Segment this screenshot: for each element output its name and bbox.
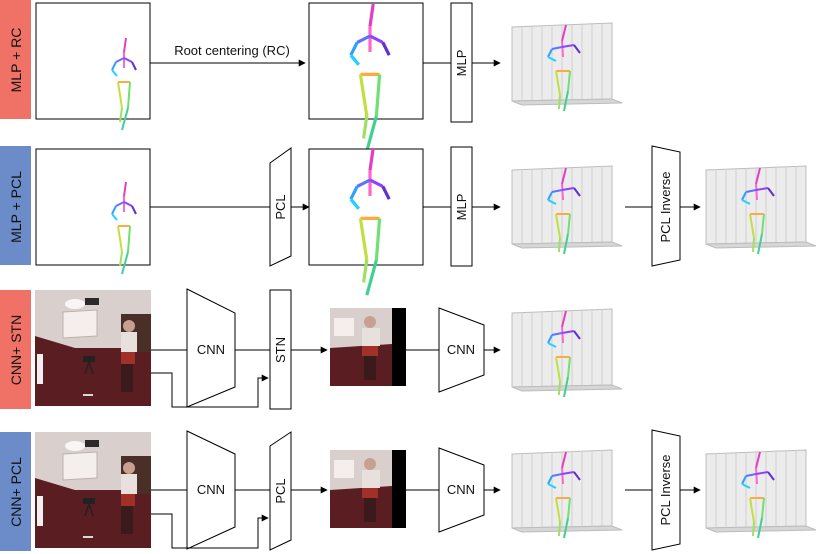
pcl-block <box>269 147 292 267</box>
mlp-label: MLP <box>454 50 469 77</box>
pose-2d-input-box <box>35 148 151 266</box>
row-cnn-stn: CNN+ STN CNN STN CNN <box>0 288 623 410</box>
cnn-encoder-block <box>186 430 236 550</box>
cnn-label: CNN <box>447 482 475 497</box>
pose-3d-output <box>705 449 817 539</box>
pcl-inverse-label: PCL Inverse <box>658 454 673 525</box>
transformed-image <box>330 308 406 386</box>
row-label: CNN+ STN <box>8 315 24 385</box>
pcl-inverse-label: PCL Inverse <box>658 171 673 242</box>
pose-3d-output <box>705 165 817 255</box>
cnn-regressor-block <box>438 447 485 533</box>
pcl-label: PCL <box>273 478 288 503</box>
row-label-band <box>0 0 31 119</box>
row-mlp-rc: MLP + RC Root centering (RC) MLP <box>0 0 623 153</box>
row-label-band <box>0 146 31 265</box>
cnn-regressor-block <box>438 307 485 393</box>
pose-3d-canonical <box>511 449 623 539</box>
row-label-band <box>0 290 31 409</box>
pcl-inverse-block <box>651 429 681 551</box>
pcl-label: PCL <box>273 194 288 219</box>
pose-2d-centered-box <box>308 2 424 120</box>
cnn-label: CNN <box>447 342 475 357</box>
input-image <box>34 431 152 549</box>
row-label-band <box>0 432 31 551</box>
root-centering-label: Root centering (RC) <box>174 43 290 58</box>
pose-2d-input-box <box>35 2 151 120</box>
mlp-label: MLP <box>454 194 469 221</box>
row-label: MLP + RC <box>8 28 24 93</box>
pose-3d-output <box>511 308 623 398</box>
pose-3d-output <box>511 22 623 112</box>
pcl-block <box>269 431 292 551</box>
cnn-label: CNN <box>197 482 225 497</box>
row-cnn-pcl: CNN+ PCL CNN PCL CNN PCL Inverse <box>0 429 817 551</box>
transformed-image <box>330 450 406 528</box>
pose-3d-canonical <box>511 165 623 255</box>
row-mlp-pcl: MLP + PCL PCL MLP PCL Inverse <box>0 145 817 297</box>
input-image <box>34 289 152 407</box>
pcl-inverse-block <box>651 145 681 267</box>
row-label: MLP + PCL <box>8 171 24 243</box>
cnn-encoder-block <box>186 288 236 408</box>
stn-label: STN <box>273 337 288 363</box>
row-label: CNN+ PCL <box>8 457 24 527</box>
cnn-label: CNN <box>197 342 225 357</box>
